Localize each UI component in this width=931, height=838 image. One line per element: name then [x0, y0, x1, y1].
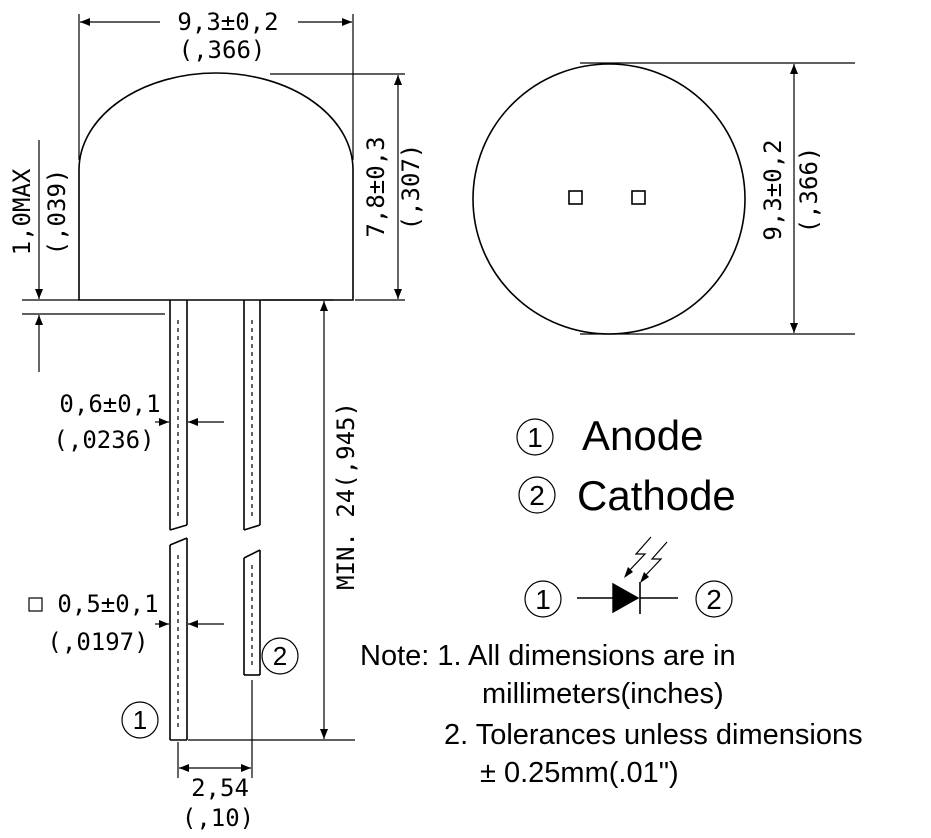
flange-dimension — [22, 140, 165, 372]
pin1-label: 1 — [133, 705, 147, 735]
legend-cathode-circle-icon — [518, 476, 556, 514]
height-label: 7,8±0,3 — [362, 136, 390, 237]
width-inch-label: (,366) — [179, 36, 266, 64]
legend-anode-label: Anode — [582, 412, 703, 459]
lead-cathode — [243, 300, 261, 676]
note-line-3: 2. Tolerances unless dimensions — [444, 719, 863, 751]
lead-square-label: 0,5±0,1 — [57, 590, 158, 618]
symbol-left-num: 1 — [535, 584, 551, 615]
lead-width-label: 0,6±0,1 — [59, 390, 160, 418]
pin1-circle-icon — [121, 701, 159, 739]
lead-square-inch-label: (,0197) — [47, 628, 148, 656]
note-line-2: millimeters(inches) — [482, 678, 724, 710]
diameter-inch-label: (,366) — [795, 147, 823, 234]
height-dimension — [270, 73, 405, 301]
pitch-dimension — [177, 680, 253, 778]
flange-label: 1,0MAX — [8, 168, 36, 255]
pitch-inch-label: (,10) — [182, 804, 254, 832]
square-symbol-icon — [28, 597, 43, 612]
lead-length-label: MIN. 24(,945) — [332, 402, 360, 590]
diameter-dimension — [580, 62, 855, 335]
led-top-view — [472, 63, 746, 335]
note-line-1: Note: 1. All dimensions are in — [360, 640, 736, 672]
flange-inch-label: (,039) — [43, 169, 71, 256]
diameter-label: 9,3±0,2 — [759, 139, 787, 240]
width-label: 9,3±0,2 — [177, 8, 278, 36]
pin2-label: 2 — [273, 641, 287, 671]
lead-length-dimension — [188, 299, 355, 741]
note-line-4: ± 0.25mm(.01") — [480, 757, 679, 789]
symbol-right-num: 2 — [706, 584, 722, 615]
pin2-circle-icon — [261, 637, 299, 675]
legend-cathode-num: 2 — [529, 480, 545, 511]
legend-anode-circle-icon — [516, 418, 554, 456]
lead-anode — [169, 300, 188, 741]
pitch-label: 2,54 — [191, 774, 249, 802]
legend-anode-num: 1 — [527, 422, 543, 453]
legend-cathode-label: Cathode — [577, 472, 736, 519]
width-dimension — [78, 14, 354, 160]
led-schematic-symbol — [524, 536, 733, 618]
lead-width-inch-label: (,0236) — [53, 426, 154, 454]
led-body-side — [78, 72, 354, 301]
height-inch-label: (,307) — [397, 144, 425, 231]
